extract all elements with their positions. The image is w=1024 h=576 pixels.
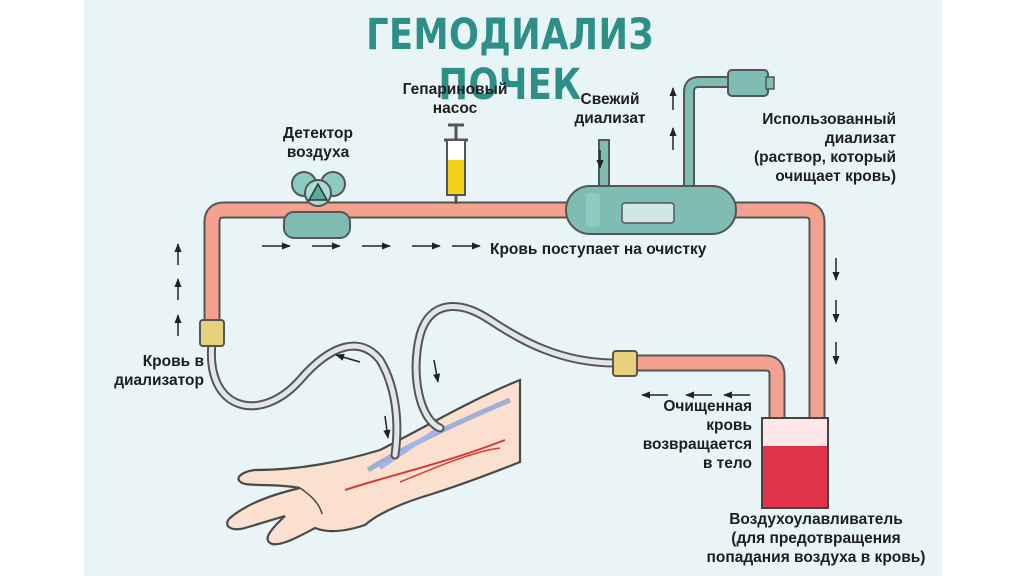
page-title: ГЕМОДИАЛИЗ ПОЧЕК bbox=[366, 10, 654, 110]
fresh-dialysate-label: Свежий диализат bbox=[574, 91, 646, 127]
tube-connector bbox=[612, 350, 638, 377]
air-trap-label: Воздухоулавливатель (для предотвращения … bbox=[706, 511, 926, 566]
tube-connector bbox=[199, 319, 225, 347]
heparin-syringe bbox=[444, 123, 468, 204]
used-dialysate-label: Использованный диализат (раствор, которы… bbox=[753, 111, 896, 185]
blood-to-cleaning-label: Кровь поступает на очистку bbox=[490, 241, 707, 258]
air-detector-label: Детектор воздуха bbox=[283, 125, 353, 161]
arm bbox=[226, 378, 522, 546]
artery bbox=[344, 439, 506, 491]
vein bbox=[378, 426, 442, 470]
cleaned-blood-label: Очищенная кровь возвращается в тело bbox=[642, 398, 752, 472]
dialysate-outlet bbox=[727, 69, 769, 97]
heparin-pump-label: Гепариновый насос bbox=[402, 81, 508, 117]
air-detector bbox=[283, 171, 351, 239]
dialyzer bbox=[565, 185, 737, 235]
artery bbox=[399, 447, 501, 483]
access-tube bbox=[206, 338, 402, 460]
blood-to-dialyzer-label: Кровь в диализатор bbox=[114, 353, 204, 389]
palm-crease bbox=[299, 487, 323, 515]
flow-arrows bbox=[174, 87, 840, 439]
